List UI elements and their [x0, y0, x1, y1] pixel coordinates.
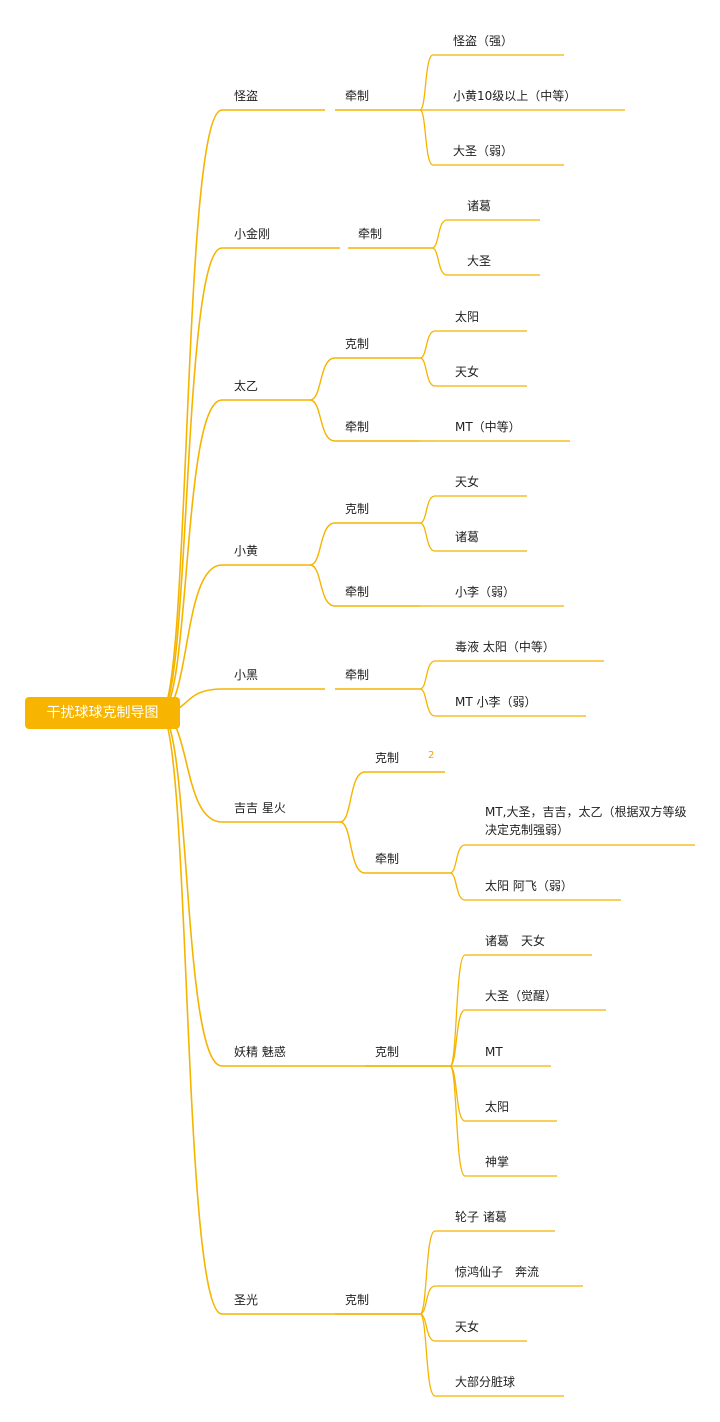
target-label[interactable]: 大圣	[467, 254, 492, 268]
relation-connector	[309, 564, 336, 607]
root-connector	[159, 109, 223, 714]
relation-label[interactable]: 克制	[375, 751, 400, 765]
target-connector	[419, 330, 436, 359]
target-label[interactable]: 大圣（弱）	[453, 144, 514, 158]
relation-label[interactable]: 牵制	[345, 420, 370, 434]
branch-label[interactable]: 小黑	[234, 668, 259, 682]
target-connector	[419, 660, 436, 690]
target-label[interactable]: 诸葛	[467, 199, 492, 213]
target-connector	[419, 357, 436, 387]
relation-label[interactable]: 牵制	[345, 585, 370, 599]
target-label[interactable]: 小李（弱）	[455, 585, 516, 599]
count-badge: 2	[428, 750, 435, 761]
relation-label[interactable]: 克制	[345, 502, 370, 516]
root-node[interactable]: 干扰球球克制导图	[25, 697, 180, 729]
relation-label[interactable]: 克制	[375, 1045, 400, 1059]
target-connector	[449, 872, 466, 901]
branch-label[interactable]: 小金刚	[234, 227, 271, 241]
target-connector	[419, 1285, 436, 1315]
target-label[interactable]: 神掌	[485, 1155, 510, 1169]
target-label[interactable]: 轮子 诸葛	[455, 1210, 507, 1224]
target-connector	[449, 1065, 466, 1122]
relation-label[interactable]: 牵制	[345, 89, 370, 103]
target-connector	[431, 247, 448, 276]
relation-connector	[309, 522, 336, 566]
target-label[interactable]: 毒液 太阳（中等）	[455, 640, 555, 654]
target-label[interactable]: 大圣（觉醒）	[485, 989, 558, 1003]
root-connector	[159, 399, 223, 714]
relation-connector	[309, 357, 336, 401]
branch-label[interactable]: 小黄	[234, 544, 259, 558]
relation-label[interactable]: 克制	[345, 337, 370, 351]
root-connector	[159, 712, 223, 823]
root-connector	[159, 712, 223, 1067]
branch-label[interactable]: 圣光	[234, 1293, 259, 1307]
relation-connector	[339, 771, 366, 823]
root-connector	[159, 247, 223, 714]
target-label[interactable]: MT	[485, 1045, 503, 1059]
target-connector	[449, 1065, 466, 1177]
target-label[interactable]: 太阳	[455, 310, 480, 324]
target-label[interactable]: 天女	[455, 365, 480, 379]
target-label[interactable]: MT（中等）	[455, 420, 521, 434]
relation-label[interactable]: 克制	[345, 1293, 370, 1307]
branch-label[interactable]: 吉吉 星火	[234, 801, 286, 815]
branch-label[interactable]: 怪盗	[234, 89, 259, 103]
relation-label[interactable]: 牵制	[375, 852, 400, 866]
target-connector	[449, 1009, 466, 1067]
target-label[interactable]: MT,大圣，吉吉，太乙（根据双方等级决定克制强弱）	[485, 805, 687, 837]
target-connector	[449, 844, 466, 874]
target-connector	[419, 54, 434, 111]
target-label[interactable]: 大部分脏球	[455, 1375, 516, 1389]
relation-connector	[339, 821, 366, 874]
target-label[interactable]: 天女	[455, 1320, 480, 1334]
relation-label[interactable]: 牵制	[345, 668, 370, 682]
target-label[interactable]: 怪盗（强）	[453, 34, 514, 48]
target-connector	[419, 109, 434, 166]
target-label[interactable]: 太阳 阿飞（弱）	[485, 879, 573, 893]
target-label[interactable]: 诸葛 天女	[485, 934, 546, 948]
target-label[interactable]: 诸葛	[455, 530, 480, 544]
target-connector	[449, 954, 466, 1067]
target-connector	[431, 219, 448, 249]
branch-label[interactable]: 太乙	[234, 379, 259, 393]
target-label[interactable]: MT 小李（弱）	[455, 695, 537, 709]
target-connector	[419, 495, 436, 524]
target-connector	[419, 1313, 436, 1397]
target-connector	[419, 522, 436, 552]
branch-label[interactable]: 妖精 魅惑	[234, 1045, 286, 1059]
target-label[interactable]: 小黄10级以上（中等）	[453, 89, 577, 103]
relation-label[interactable]: 牵制	[358, 227, 383, 241]
target-label[interactable]: 太阳	[485, 1100, 510, 1114]
target-label[interactable]: 惊鸿仙子 奔流	[455, 1265, 540, 1279]
relation-connector	[309, 399, 336, 442]
root-connector	[159, 712, 223, 1315]
target-connector	[419, 1230, 436, 1315]
target-label[interactable]: 天女	[455, 475, 480, 489]
target-connector	[419, 688, 436, 717]
